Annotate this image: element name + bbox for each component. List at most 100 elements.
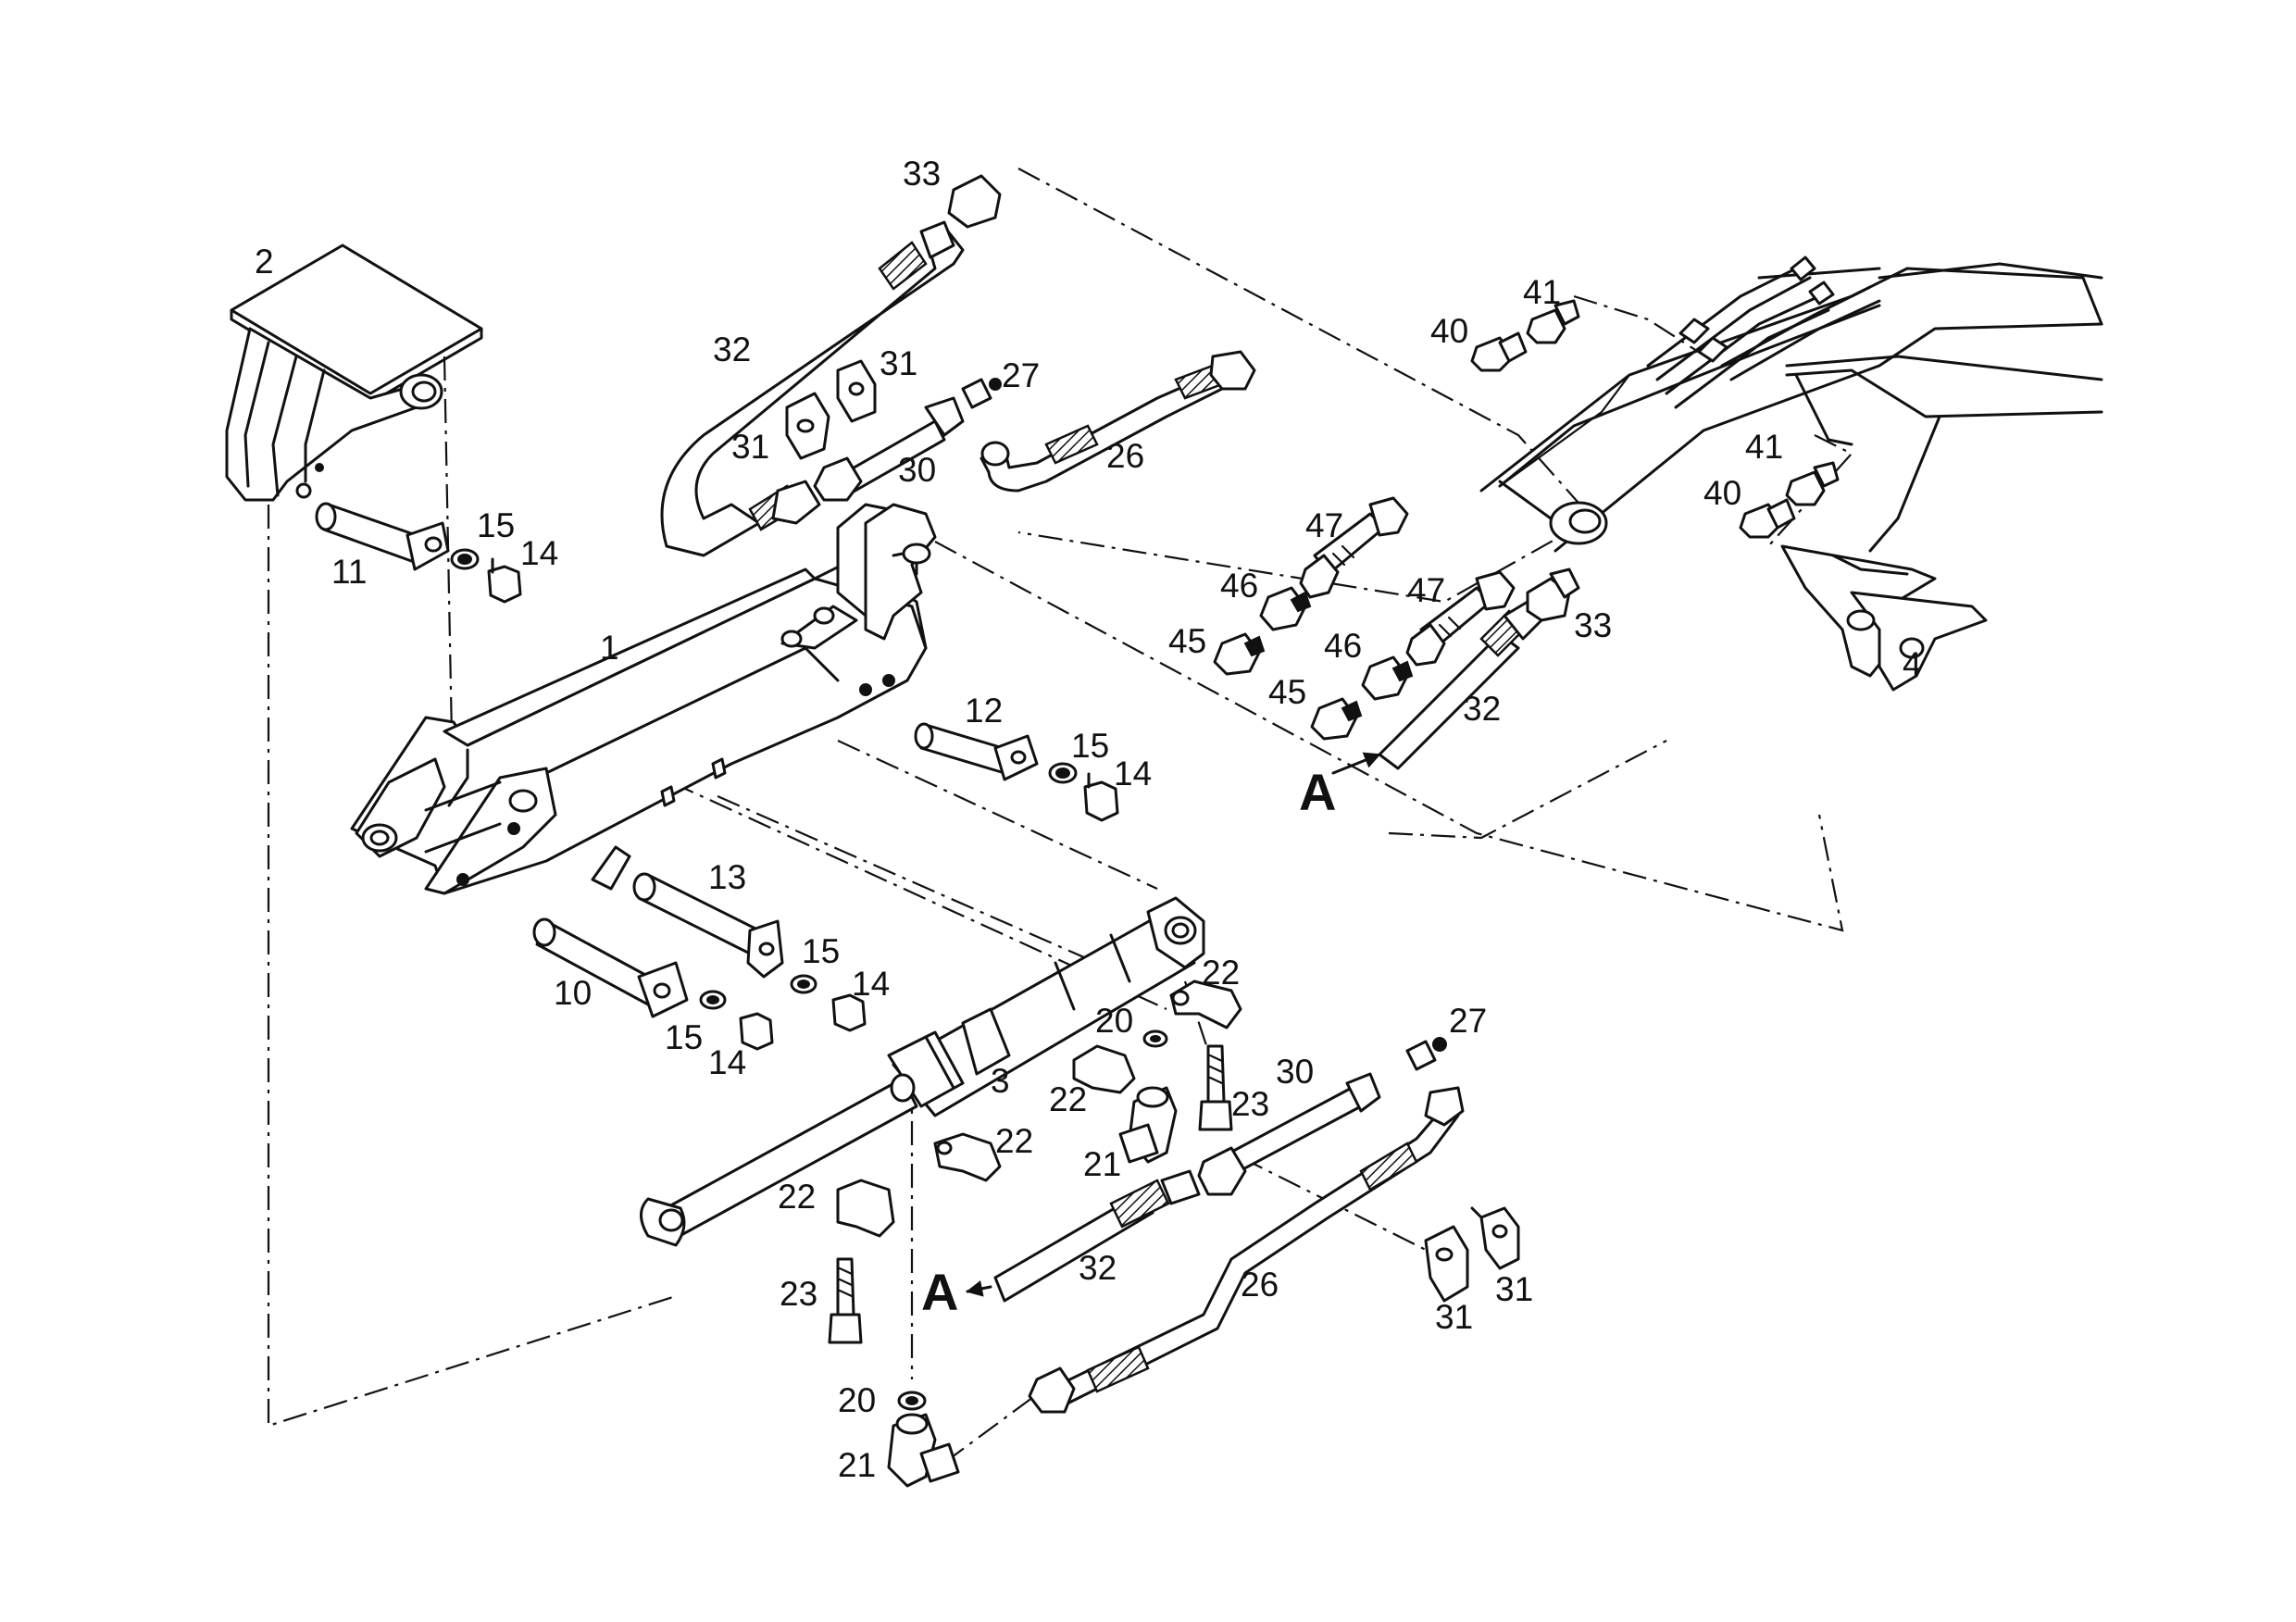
callout-13: 13 [708, 858, 746, 896]
clamp-half-part-22-d [836, 1179, 895, 1238]
clamp-half-part-22-c [933, 1132, 1002, 1182]
callout-2: 2 [255, 243, 274, 281]
callout-22: 22 [1202, 954, 1240, 992]
callout-32: 32 [1463, 690, 1501, 728]
pin-part-11 [315, 502, 450, 571]
callout-33: 33 [1574, 606, 1612, 644]
pin-part-10 [532, 917, 689, 1018]
callout-26: 26 [1241, 1266, 1279, 1304]
callout-14: 14 [1114, 755, 1152, 792]
callout-22: 22 [778, 1178, 816, 1216]
view-label-a-lower: A [921, 1263, 958, 1321]
clamp-half-part-22-b [1072, 1044, 1136, 1094]
hydraulic-hose-part-26-upper [980, 350, 1256, 493]
mounting-plate-part-2 [225, 243, 483, 502]
cap-screw-part-23-b [828, 1257, 863, 1344]
clamp-part-31-b [1470, 1206, 1520, 1270]
washer-part-20-a [1142, 1029, 1168, 1048]
callout-40: 40 [1703, 474, 1741, 512]
callout-20: 20 [1095, 1002, 1133, 1040]
callout-21: 21 [838, 1446, 876, 1484]
callout-14: 14 [708, 1043, 746, 1081]
boom-arm-part-1 [350, 558, 928, 895]
callout-30: 30 [898, 451, 936, 489]
washer-part-15-b [1048, 762, 1078, 784]
washer-part-15-a [450, 548, 480, 570]
bolt-part-14-a [487, 557, 522, 604]
callout-12: 12 [965, 692, 1003, 730]
bolt-part-14-b [1083, 772, 1119, 822]
callout-31: 31 [1435, 1298, 1473, 1336]
bolt-part-14-d [739, 1012, 774, 1051]
callout-45: 45 [1168, 622, 1206, 660]
callout-22: 22 [995, 1122, 1033, 1160]
callout-32: 32 [713, 331, 751, 368]
callout-47: 47 [1305, 506, 1343, 544]
callout-10: 10 [554, 974, 592, 1012]
nut-part-46-b [1361, 655, 1414, 701]
elbow-fitting-part-21-b [887, 1413, 960, 1488]
clamp-half-part-22-a [1169, 979, 1242, 1029]
fitting-part-41-upper [1526, 299, 1580, 344]
fitting-part-45-b [1310, 697, 1363, 741]
washer-part-20-b [897, 1391, 927, 1411]
callout-23: 23 [1231, 1085, 1269, 1123]
callout-14: 14 [852, 965, 890, 1003]
nut-part-46-a [1259, 586, 1312, 631]
hydraulic-hose-part-26-lower [1028, 1086, 1465, 1414]
washer-part-15-c [790, 974, 817, 994]
fitting-part-40-lower [1739, 498, 1796, 539]
adapter-part-30-upper [813, 396, 965, 502]
callout-32: 32 [1079, 1249, 1117, 1287]
elbow-part-27-lower [1405, 1037, 1447, 1071]
view-arrow-a-upper [1331, 752, 1381, 775]
hydraulic-cylinder-part-3 [640, 896, 1205, 1247]
callout-15: 15 [1071, 727, 1109, 765]
callout-45: 45 [1268, 673, 1306, 711]
hydraulic-hose-part-32-lower [993, 1169, 1201, 1303]
fitting-part-33-right [1526, 568, 1580, 622]
callout-1: 1 [600, 629, 619, 667]
elbow-fitting-part-21-a [1118, 1086, 1178, 1164]
callout-4: 4 [1903, 645, 1922, 683]
callout-41: 41 [1523, 273, 1561, 311]
bracket-part-4 [1780, 544, 1988, 692]
callout-40: 40 [1430, 312, 1468, 350]
callout-46: 46 [1324, 627, 1362, 665]
callout-11: 11 [331, 553, 367, 591]
bolt-part-47-b [1405, 570, 1516, 667]
dipper-arm-right [1479, 256, 2103, 553]
hydraulic-hose-part-32-upper [660, 174, 1002, 557]
callout-26: 26 [1106, 437, 1144, 475]
callout-27: 27 [1002, 356, 1040, 394]
callout-20: 20 [838, 1381, 876, 1419]
callout-31: 31 [1495, 1270, 1533, 1308]
boom-bracket-lugs [836, 503, 937, 641]
callout-46: 46 [1220, 567, 1258, 605]
callout-31: 31 [880, 344, 917, 382]
callout-41: 41 [1745, 428, 1783, 466]
callout-22: 22 [1049, 1080, 1087, 1118]
callout-15: 15 [802, 932, 840, 970]
clamp-part-31-c [785, 392, 830, 460]
callout-15: 15 [665, 1018, 703, 1056]
callout-31: 31 [731, 428, 769, 466]
callout-14: 14 [520, 534, 558, 572]
view-arrow-a-lower [966, 1279, 992, 1297]
callout-15: 15 [477, 506, 515, 544]
cap-screw-part-23-a [1198, 1044, 1233, 1131]
callout-23: 23 [780, 1275, 817, 1313]
pin-part-13 [632, 872, 784, 979]
clamp-part-31-d [836, 359, 877, 423]
callout-27: 27 [1449, 1002, 1487, 1040]
fitting-part-41-lower [1785, 461, 1840, 506]
view-label-a-upper: A [1299, 763, 1336, 821]
clamp-part-31-a [1424, 1225, 1469, 1303]
callout-33: 33 [903, 155, 941, 193]
bolt-part-14-c [831, 993, 867, 1032]
fitting-part-45-a [1213, 632, 1266, 676]
callout-47: 47 [1407, 571, 1445, 609]
washer-part-15-d [699, 990, 727, 1010]
callout-3: 3 [991, 1062, 1010, 1100]
